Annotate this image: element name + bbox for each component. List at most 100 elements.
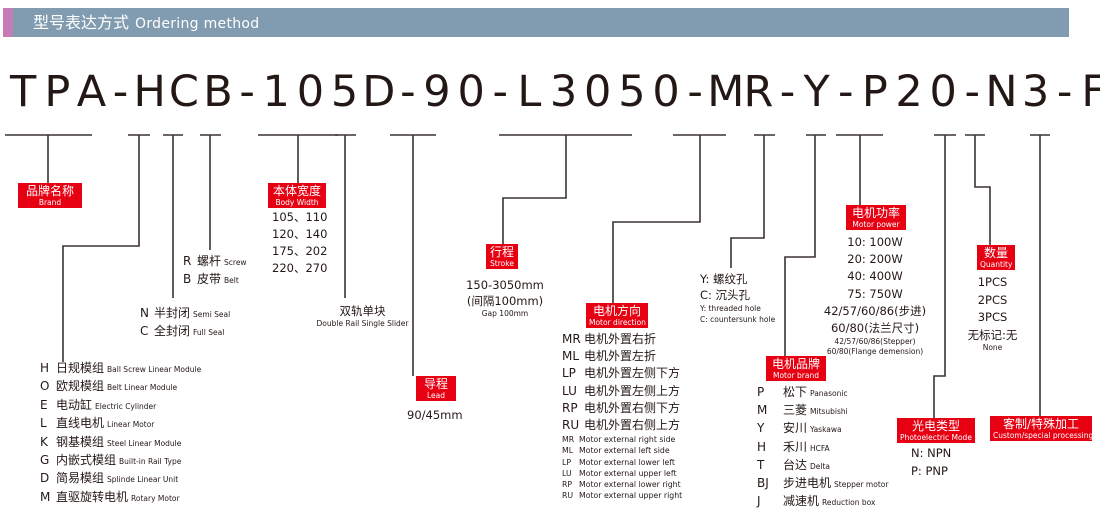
motor-direction-item-code: RP — [562, 400, 578, 415]
motor-direction-item-code: LU — [562, 383, 577, 398]
motor-brand-label: 电机品牌 Motor brand — [766, 356, 826, 381]
section-title-zh: 型号表达方式 — [33, 13, 130, 32]
section-title: 型号表达方式 Ordering method — [33, 12, 259, 35]
underline-d — [335, 134, 356, 298]
section-title-en: Ordering method — [135, 16, 260, 32]
drive-item-zh: 螺杆 — [197, 254, 222, 268]
motor-power-value: 10: 100W — [847, 235, 903, 249]
body-width-label-zh: 本体宽度 — [272, 184, 321, 198]
body-width-value: 220、270 — [272, 261, 328, 275]
motor-direction-item-zh: 电机外置左折 — [584, 349, 657, 364]
module-type-item-code: O — [40, 379, 50, 394]
drive-item-code: B — [183, 272, 192, 286]
photoelectric-value: N: NPN — [911, 446, 952, 460]
motor-direction-item-zh: 电机外置左侧上方 — [584, 383, 681, 398]
module-type-item-en: Linear Motor — [107, 420, 155, 430]
code-char: 0 — [584, 67, 612, 117]
code-char: H — [133, 67, 166, 117]
lead-label: 导程 Lead — [416, 376, 456, 401]
motor-direction-item-zh: 电机外置右折 — [584, 332, 657, 346]
seal-item-en: Full Seal — [193, 328, 225, 337]
module-type-item-en: Belt Linear Module — [107, 383, 178, 393]
quantity-label-en: Quantity — [980, 260, 1013, 269]
drive-item-zh: 皮带 — [197, 272, 222, 286]
quantity-value: 无标记:无 — [967, 327, 1018, 342]
lead-label-zh: 导程 — [423, 377, 448, 391]
code-char: 0 — [457, 67, 485, 117]
code-separator: - — [112, 67, 129, 117]
code-separator: - — [837, 67, 854, 117]
motor-direction-en-text: Motor external lower right — [579, 480, 681, 490]
motor-brand-label-zh: 电机品牌 — [771, 357, 820, 371]
photoelectric-value: P: PNP — [911, 463, 948, 478]
motor-brand-item-zh: 松下 — [783, 385, 808, 399]
motor-power-note: 42/57/60/86(Stepper) — [834, 337, 916, 347]
quantity-value: 1PCS — [977, 275, 1008, 289]
code-separator: - — [1056, 67, 1073, 117]
underline-width — [258, 134, 338, 183]
motor-direction-item-code: LP — [562, 366, 576, 381]
code-separator: - — [239, 67, 255, 117]
motor-direction-item-code: ML — [562, 349, 580, 364]
module-type-item-code: L — [40, 416, 47, 431]
motor-direction-en-text: Motor external lower left — [579, 457, 675, 467]
photoelectric-values: N: NPN P: PNP — [911, 445, 951, 480]
module-type-item-code: M — [40, 489, 51, 504]
motor-direction-en-code: MR — [562, 435, 575, 444]
code-char: D — [362, 67, 396, 117]
brand-label: 品牌名称 Brand — [18, 183, 82, 208]
brand-label-en: Brand — [38, 198, 62, 207]
motor-brand-item-zh: 台达 — [783, 457, 808, 472]
motor-power-value: 75: 750W — [847, 286, 903, 301]
code-char: A — [76, 67, 107, 117]
drive-item-en: Belt — [224, 276, 239, 285]
motor-brand-item-code: T — [757, 457, 765, 472]
brand-label-zh: 品牌名称 — [25, 184, 74, 198]
header-accent-bar — [3, 8, 13, 37]
underline-c — [163, 134, 183, 298]
motor-brand-item-code: Y — [757, 421, 765, 436]
code-separator: - — [492, 67, 509, 117]
motor-power-label-zh: 电机功率 — [851, 206, 900, 220]
module-type-item-zh: 直线电机 — [56, 416, 105, 431]
module-type-item-code: E — [40, 397, 48, 412]
motor-brand-item-zh: 三菱 — [783, 403, 808, 418]
underline-custom — [1030, 134, 1050, 416]
body-width-value: 105、110 — [272, 210, 328, 224]
motor-brand-item-zh: 步进电机 — [783, 476, 832, 491]
code-char: L — [517, 67, 542, 117]
stroke-range: 150-3050mm — [466, 278, 544, 292]
stroke-values: 150-3050mm (间隔100mm) Gap 100mm — [453, 277, 557, 318]
body-width-label-en: Body Width — [275, 198, 319, 207]
code-char: B — [203, 67, 233, 117]
slider-info: 双轨单块 Double Rail Single Slider — [315, 304, 410, 329]
motor-direction-label-zh: 电机方向 — [592, 304, 641, 318]
motor-power-label-en: Motor power — [852, 220, 900, 229]
module-type-item-en: Rotary Motor — [131, 493, 180, 503]
motor-brand-item-en: Mitsubishi — [810, 407, 848, 417]
slider-en: Double Rail Single Slider — [316, 319, 409, 328]
hole-type-zh: C: 沉头孔 — [700, 288, 751, 302]
module-type-item-zh: 电动缸 — [56, 397, 93, 412]
hole-type-zh: Y: 螺纹孔 — [700, 272, 748, 286]
module-type-item-en: Splinde Linear Unit — [107, 475, 179, 485]
module-type-item-code: K — [40, 434, 48, 449]
motor-direction-item-code: RU — [562, 418, 580, 433]
stroke-gap-en: Gap 100mm — [481, 309, 529, 318]
body-width-value: 120、140 — [272, 227, 328, 241]
motor-power-label: 电机功率 Motor power — [846, 205, 906, 230]
